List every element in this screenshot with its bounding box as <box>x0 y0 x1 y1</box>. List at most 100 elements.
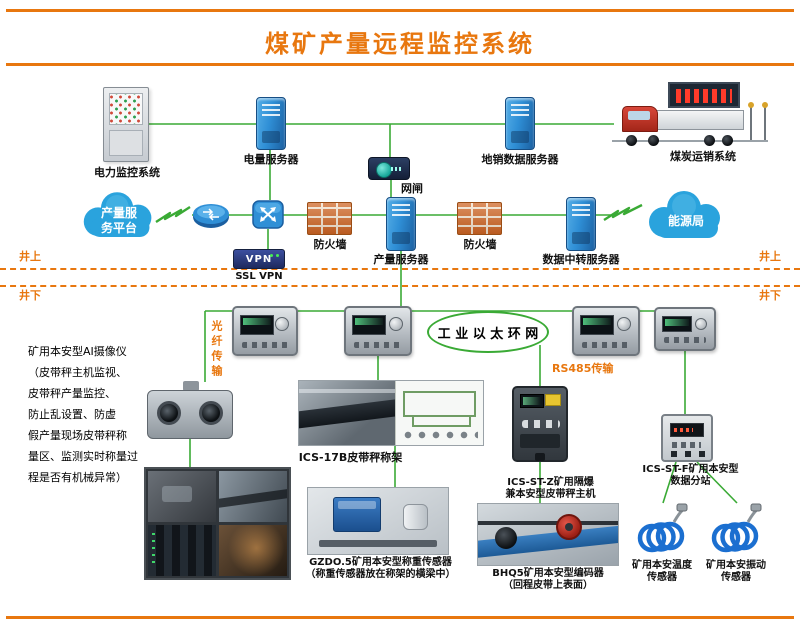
substation-display <box>240 315 274 335</box>
encoder-note: （回程皮带上表面） <box>503 580 593 591</box>
idler-wheel <box>494 527 517 550</box>
zone-surface-right: 井上 <box>759 250 781 263</box>
host-terminal-strip <box>520 434 560 448</box>
temperature-sensor-label: 矿用本安温度 传感器 <box>632 560 692 583</box>
ai-camera-note: 矿用本安型AI摄像仪 （皮带秤主机监视、 皮带秤产量监控、 防止乱设置、防虚 假… <box>28 345 138 484</box>
gatekeeper-label: 网闸 <box>401 182 423 195</box>
production-server-label: 产量服务器 <box>373 253 429 266</box>
host-warning-tag <box>545 394 561 406</box>
truck-wheel <box>626 135 637 146</box>
substation-display <box>352 315 386 335</box>
power-cabinet-image <box>103 87 149 162</box>
platform-cloud-text: 产量服务平台 <box>79 189 159 243</box>
weight-sensor-note: （称重传感器放在称架的横梁中） <box>305 569 456 580</box>
substation-readout <box>670 423 704 437</box>
truck-trailer <box>656 110 744 130</box>
page-title: 煤矿产量远程监控系统 <box>265 30 535 58</box>
substation-buttons <box>582 342 630 348</box>
mine-substation-box-1 <box>232 306 298 356</box>
sensor-cylinder <box>403 503 429 531</box>
accent-rule-under-title <box>6 63 794 66</box>
ssl-vpn-label: SSL VPN <box>235 271 283 282</box>
vpn-device-icon: VPN <box>233 249 285 269</box>
encoder-image <box>477 503 619 566</box>
cctv-view-1 <box>148 471 216 522</box>
cloud-shape <box>649 191 720 238</box>
cctv-monitor-grid-image <box>144 467 291 580</box>
scale-host-label: ICS-ST-Z矿用隔爆 兼本安型皮带秤主机 <box>505 477 596 500</box>
data-substation-label: ICS-ST-F矿用本安型 数据分站 <box>642 464 739 487</box>
truck-cab <box>622 106 658 132</box>
energy-cloud-icon: 能源局 <box>644 188 728 244</box>
substation-dial <box>275 317 289 331</box>
switch-icon <box>252 199 284 230</box>
lightning-link-icon <box>155 203 643 224</box>
data-substation-image <box>661 414 713 462</box>
signal-pole <box>748 102 754 140</box>
accent-rule-top <box>6 9 794 12</box>
relay-server-label: 数据中转服务器 <box>542 253 620 266</box>
substation-buttons <box>664 337 706 343</box>
production-server-icon <box>386 197 416 251</box>
rs485-link-label: RS485传输 <box>552 362 614 375</box>
sales-server-icon <box>505 97 535 150</box>
router-icon <box>192 203 230 229</box>
encoder-label: BHQ5矿用本安型编码器 <box>492 568 604 579</box>
ethernet-ring-label: 工 业 以 太 环 网 <box>427 311 549 353</box>
roller-row <box>400 429 478 440</box>
camera-lens-icon <box>157 401 181 425</box>
sensor-base <box>319 539 437 548</box>
surface-underground-divider-2 <box>0 285 800 287</box>
gatekeeper-device-icon <box>368 157 410 180</box>
platform-cloud-icon: 产量服务平台 <box>79 189 159 243</box>
vibration-sensor-image <box>710 502 762 558</box>
host-display <box>520 394 544 408</box>
energy-cloud-label: 能源局 <box>667 213 704 228</box>
truck-wheel <box>648 135 659 146</box>
fiber-link-label: 光纤传输 <box>210 320 223 380</box>
vibration-sensor-label: 矿用本安振动 传感器 <box>706 560 766 583</box>
camera-mount <box>183 381 199 391</box>
mine-substation-box-3 <box>572 306 640 356</box>
accent-rule-bottom <box>6 616 794 619</box>
platform-cloud-label: 产量服务平台 <box>100 206 137 235</box>
scale-host-image <box>512 386 568 462</box>
zone-surface-left: 井上 <box>19 250 41 263</box>
surface-underground-divider-1 <box>0 268 800 270</box>
coal-transport-label: 煤炭运销系统 <box>670 150 736 163</box>
cctv-view-3 <box>148 525 216 576</box>
substation-buttons <box>354 342 402 348</box>
truck-wheel <box>704 135 715 146</box>
camera-body <box>147 390 233 439</box>
host-buttons <box>522 420 560 428</box>
substation-keys <box>672 442 701 448</box>
temperature-sensor-image <box>636 502 688 558</box>
ai-camera-image <box>147 381 233 439</box>
mine-substation-box-2 <box>344 306 412 356</box>
substation-dial <box>617 317 631 331</box>
substation-display <box>662 316 692 332</box>
weight-sensor-image <box>307 487 449 555</box>
frame-bar <box>478 521 618 525</box>
firewall-label-2: 防火墙 <box>463 238 497 251</box>
power-server-icon <box>256 97 286 150</box>
cctv-view-4 <box>219 525 287 576</box>
substation-dial <box>695 318 707 330</box>
zone-underground-right: 井下 <box>759 289 781 302</box>
cloud-shape <box>83 192 152 237</box>
belt-conveyor-image <box>298 380 484 446</box>
encoder-wheel-icon <box>556 513 583 540</box>
substation-buttons <box>242 342 288 348</box>
energy-cloud-text: 能源局 <box>644 188 728 244</box>
cabinet-door <box>109 130 143 156</box>
relay-server-icon <box>566 197 596 251</box>
power-monitor-label: 电力监控系统 <box>94 166 160 179</box>
truck-scale-image <box>612 82 768 148</box>
frame-outline <box>402 391 476 427</box>
substation-cable-glands <box>671 451 705 457</box>
weight-sensor-label: GZDO.5矿用本安型称重传感器 <box>309 557 452 568</box>
cabinet-indicator-panel <box>109 93 143 125</box>
scale-frame-drawing <box>394 381 483 445</box>
cctv-view-2 <box>219 471 287 522</box>
